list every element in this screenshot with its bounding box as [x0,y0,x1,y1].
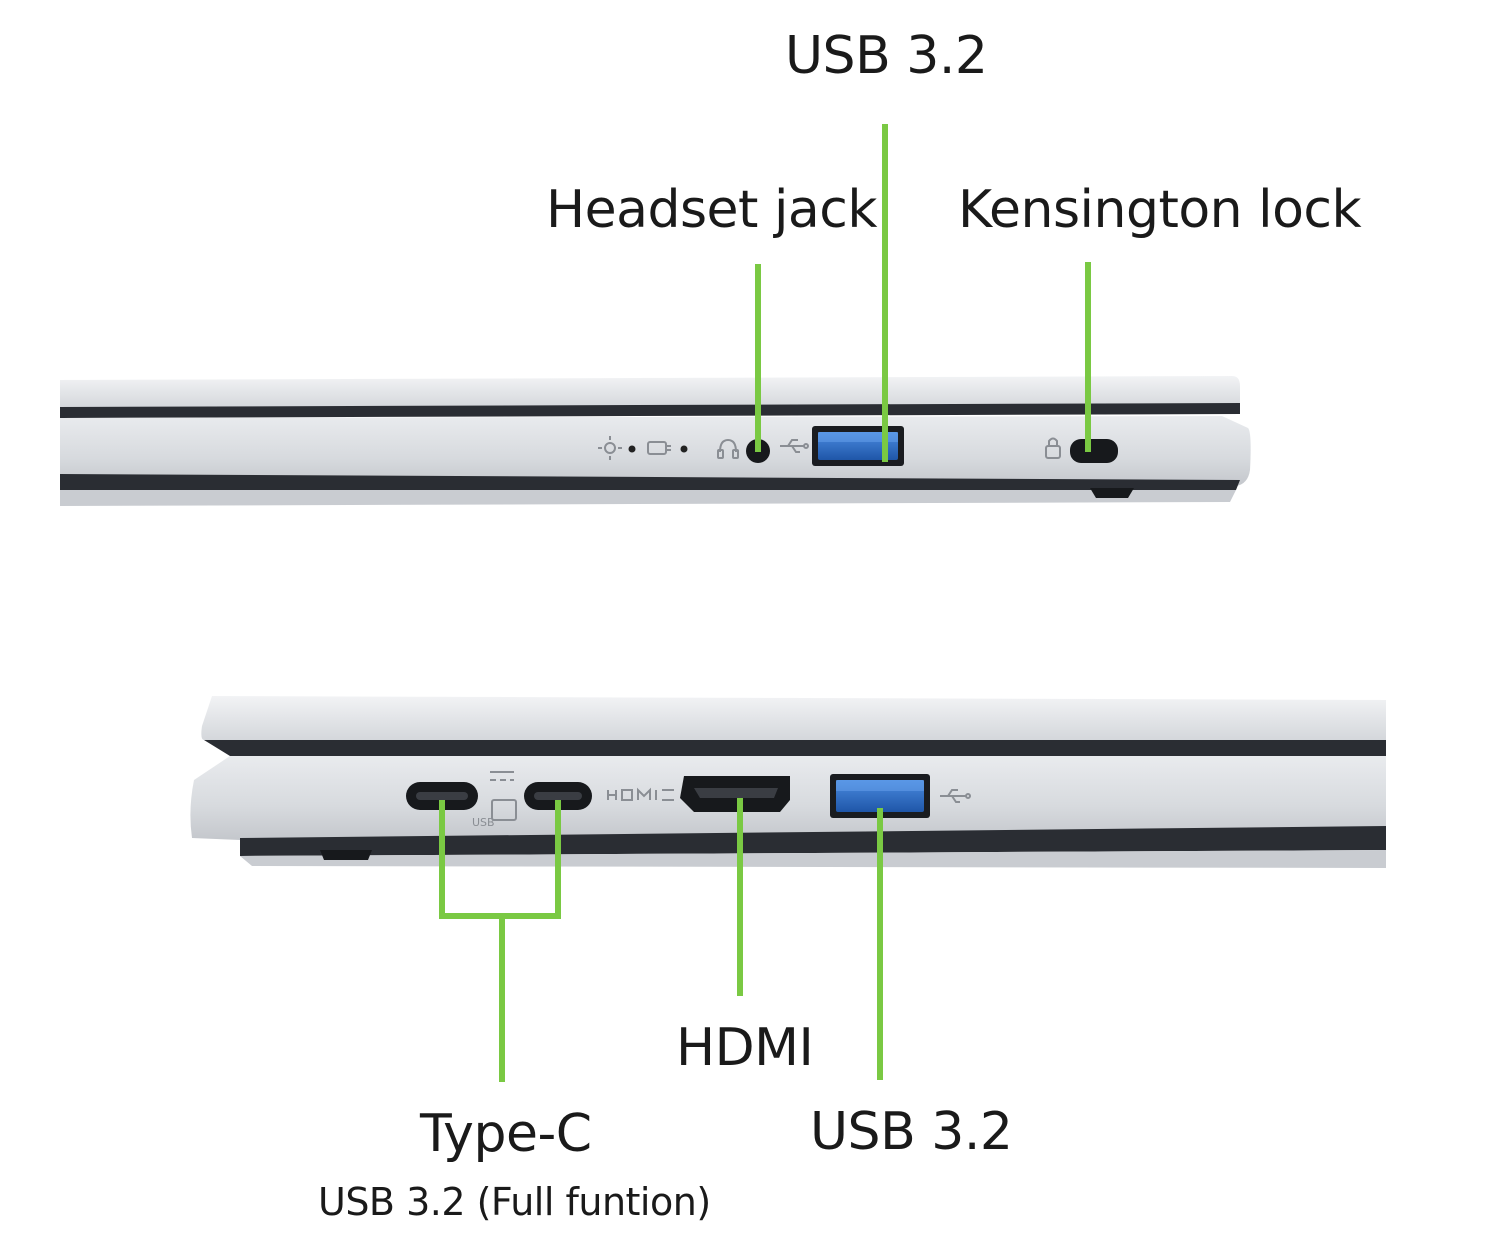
power-led [628,445,636,453]
rubber-foot [320,850,372,860]
laptop-right-side [60,376,1251,506]
rubber-foot [1090,488,1134,498]
type-c-sublabel: USB 3.2 (Full funtion) [318,1180,711,1224]
base-body [60,416,1251,486]
laptop-left-side: USB [190,696,1386,868]
battery-indicator-icon [647,441,671,455]
power-indicator-icon [598,436,622,460]
lid-top [60,376,1240,408]
headset-icon [717,438,739,459]
base-bottom-edge [60,474,1240,490]
battery-led [680,445,688,453]
headset-jack-label: Headset jack [546,180,877,240]
lid-top [201,696,1386,740]
hdmi-icon [607,787,674,801]
hdmi-label: HDMI [676,1018,814,1078]
kensington-lock-slot [1070,439,1118,463]
usb-icon [780,439,809,453]
svg-text:USB: USB [472,816,495,829]
usb-3-2-label-bottom: USB 3.2 [810,1102,1013,1162]
base-bottom-edge [240,826,1386,856]
kensington-lock-label: Kensington lock [958,180,1362,240]
usb-icon [940,789,971,803]
usb-display-icon: USB [472,799,517,829]
lock-icon [1045,437,1061,459]
type-c-label: Type-C [420,1104,592,1164]
leader-type-c [439,800,561,1082]
leader-lines [439,124,1091,1082]
usb-3-2-label-top: USB 3.2 [785,26,988,86]
lid-seam [60,403,1240,418]
lid-seam [204,740,1386,756]
power-delivery-icon [490,771,514,781]
